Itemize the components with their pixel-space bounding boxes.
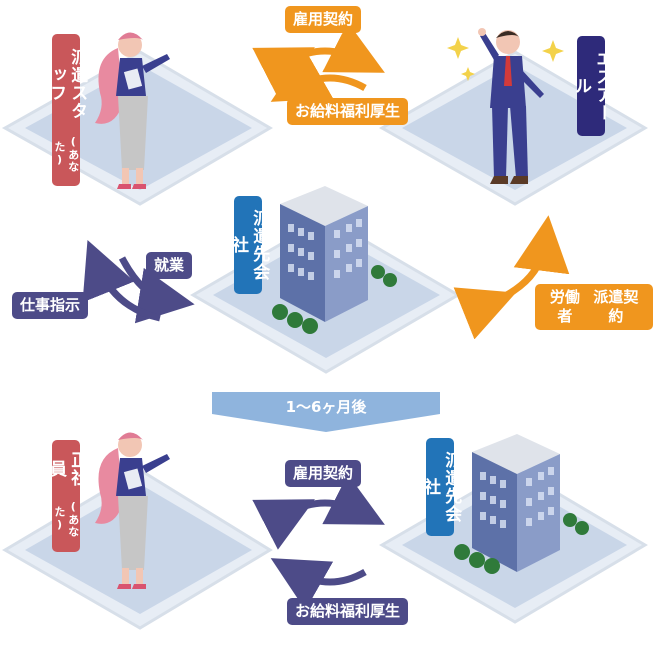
label-client-bottom: 派遣先会社 — [420, 438, 461, 536]
employee-sub-text: (あなた) — [53, 499, 80, 538]
client-building-bottom — [454, 434, 589, 574]
employee-label-text: 正社員 — [46, 450, 88, 487]
salary-bottom-line2: 福利厚生 — [340, 602, 401, 620]
client-building-top — [272, 186, 397, 334]
label-salary-top: お給料 福利厚生 — [287, 98, 409, 125]
label-employee: 正社員 (あなた) — [46, 440, 87, 552]
instruction-arrow — [82, 240, 161, 322]
label-salary-bottom: お給料 福利厚生 — [287, 598, 409, 625]
label-work: 就業 — [146, 252, 193, 279]
employment-arrow-bottom — [252, 474, 385, 550]
salary-bottom-line1: お給料 — [295, 602, 341, 620]
staff-sub-text: (あなた) — [53, 134, 80, 173]
label-employment-contract-top: 雇用契約 — [285, 6, 362, 33]
label-employment-contract-bottom: 雇用契約 — [285, 460, 362, 487]
esr-man-figure — [447, 28, 564, 184]
salary-arrow-top — [270, 49, 367, 102]
label-client-top: 派遣先会社 — [228, 196, 269, 294]
label-dispatch-contract: 労働者 派遣契約 — [535, 284, 653, 330]
dispatch-line2: 派遣契約 — [593, 288, 639, 325]
label-instruction: 仕事指示 — [12, 292, 89, 319]
employment-arrow-top — [252, 22, 385, 98]
staff-label-text: 派遣スタッフ — [46, 47, 88, 120]
label-staff: 派遣スタッフ (あなた) — [46, 34, 87, 186]
dispatch-arrow — [453, 215, 570, 340]
salary-line1: お給料 — [295, 102, 341, 120]
timeline-banner-label: 1〜6ヶ月後 — [285, 398, 367, 416]
dispatch-line1: 労働者 — [549, 288, 580, 325]
employee-woman-figure — [95, 432, 170, 589]
salary-arrow-bottom — [270, 558, 367, 611]
salary-line2: 福利厚生 — [340, 102, 401, 120]
timeline-banner — [212, 392, 440, 432]
label-esr: エスアール — [571, 36, 612, 136]
staff-woman-figure — [95, 32, 170, 189]
